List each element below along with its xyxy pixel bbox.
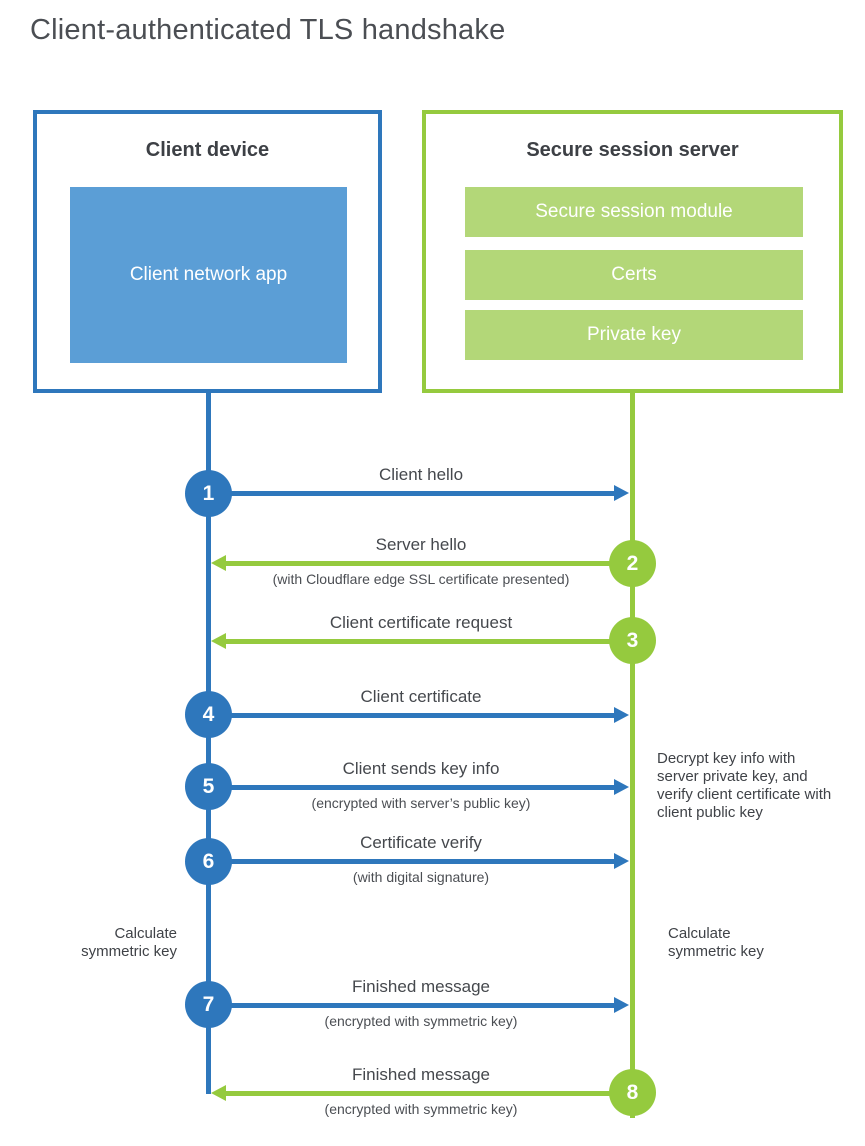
message-sublabel-6: (with digital signature) — [352, 869, 490, 885]
server-lifeline — [630, 393, 635, 1118]
message-label-4: Client certificate — [360, 687, 482, 706]
message-label-8: Finished message — [352, 1065, 490, 1084]
message-label-1: Client hello — [378, 465, 464, 484]
step-circle-3: 3 — [609, 617, 656, 664]
message-label-5: Client sends key info — [342, 759, 500, 778]
server-bar-private-key: Private key — [465, 310, 803, 360]
client-lifeline — [206, 393, 211, 1094]
server-bar-certs: Certs — [465, 250, 803, 300]
message-arrow-4 — [230, 707, 629, 723]
page-title: Client-authenticated TLS handshake — [30, 14, 506, 46]
message-arrow-6 — [230, 853, 629, 869]
client-device-title: Client device — [145, 139, 270, 161]
secure-session-server-box: Secure session server Secure session mod… — [422, 110, 843, 393]
step-circle-5: 5 — [185, 763, 232, 810]
message-sublabel-7: (encrypted with symmetric key) — [324, 1013, 518, 1029]
note-server-decrypt-key-info: Decrypt key info with server private key… — [657, 750, 832, 821]
step-circle-4: 4 — [185, 691, 232, 738]
message-arrow-3 — [211, 633, 610, 649]
message-label-3: Client certificate request — [329, 613, 513, 632]
message-arrow-2 — [211, 555, 610, 571]
message-label-6: Certificate verify — [360, 833, 482, 852]
secure-session-server-title: Secure session server — [526, 139, 739, 161]
client-device-box: Client device Client network app — [33, 110, 382, 393]
message-arrow-5 — [230, 779, 629, 795]
step-circle-6: 6 — [185, 838, 232, 885]
step-circle-1: 1 — [185, 470, 232, 517]
message-label-7: Finished message — [352, 977, 490, 996]
message-arrow-7 — [230, 997, 629, 1013]
note-client-calculate-symmetric-key: Calculate symmetric key — [81, 925, 177, 960]
message-sublabel-2: (with Cloudflare edge SSL certificate pr… — [272, 571, 570, 587]
message-sublabel-5: (encrypted with server’s public key) — [311, 795, 531, 811]
note-server-calculate-symmetric-key: Calculate symmetric key — [668, 925, 764, 960]
step-circle-8: 8 — [609, 1069, 656, 1116]
step-circle-2: 2 — [609, 540, 656, 587]
message-arrow-8 — [211, 1085, 610, 1101]
message-label-2: Server hello — [375, 535, 467, 554]
message-sublabel-8: (encrypted with symmetric key) — [324, 1101, 518, 1117]
step-circle-7: 7 — [185, 981, 232, 1028]
client-network-app-box: Client network app — [70, 187, 347, 363]
client-network-app-label: Client network app — [129, 264, 288, 286]
server-bar-secure-session-module: Secure session module — [465, 187, 803, 237]
message-arrow-1 — [230, 485, 629, 501]
